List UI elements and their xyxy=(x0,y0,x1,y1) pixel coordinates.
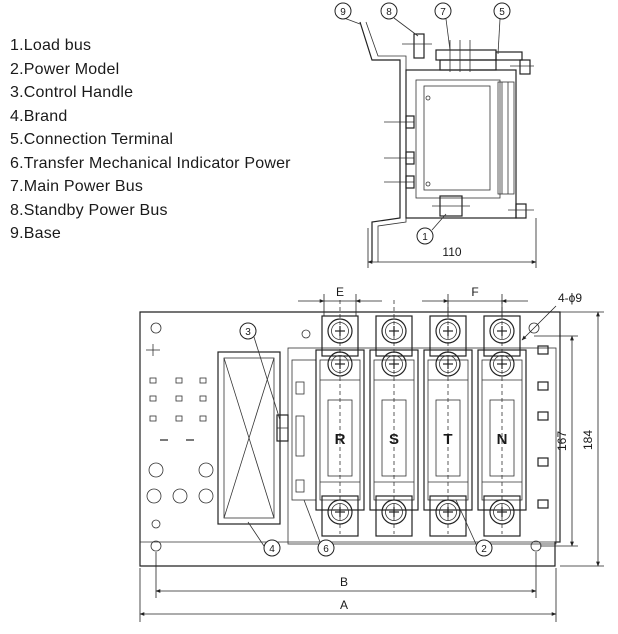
legend-item-power-model: 2.Power Model xyxy=(10,60,120,78)
brand-plate xyxy=(217,351,281,525)
terminal-screw-bottom xyxy=(381,499,407,525)
side-rail xyxy=(497,81,515,195)
legend-item-control-handle: 3.Control Handle xyxy=(10,84,134,101)
corner-hole-bl xyxy=(150,540,162,552)
callout-4-label: 4 xyxy=(269,544,275,555)
callout-6-label: 6 xyxy=(323,544,329,555)
terminal-screw-bottom xyxy=(435,499,461,525)
control-handle[interactable] xyxy=(276,414,289,442)
pole-unit-n: N xyxy=(477,315,527,537)
callout-8-label: 8 xyxy=(386,7,392,18)
main-power-bus xyxy=(435,49,497,61)
pole-unit-s: S xyxy=(369,315,419,537)
hole-spec-label: 4-ϕ9 xyxy=(558,291,582,305)
side-screw-1 xyxy=(384,115,415,129)
terminal-screw-bottom xyxy=(489,499,515,525)
front-view: R S T N 3 4 6 2 xyxy=(139,285,604,622)
front-inner-frame xyxy=(287,347,557,545)
callout-4: 4 xyxy=(247,521,281,557)
phase-label: N xyxy=(497,431,508,448)
legend-item-brand: 4.Brand xyxy=(10,107,68,125)
callout-8: 8 xyxy=(380,2,419,37)
standby-bus-bar xyxy=(439,59,497,71)
legend-item-standby-power-bus: 8.Standby Power Bus xyxy=(10,201,168,219)
base-bracket xyxy=(359,21,401,262)
callout-3-label: 3 xyxy=(245,327,251,338)
dim-b-label: B xyxy=(340,575,348,589)
side-inner-panel xyxy=(415,79,501,199)
panel-screw xyxy=(151,519,161,529)
dim-a-label: A xyxy=(340,598,348,612)
terminal-screw-top xyxy=(381,318,407,344)
callout-5: 5 xyxy=(493,2,511,55)
callout-9: 9 xyxy=(334,2,361,25)
terminal-screw-top xyxy=(327,318,353,344)
callout-2: 2 xyxy=(455,499,493,557)
corner-hole-tl xyxy=(150,322,162,334)
module-dot-2 xyxy=(425,181,431,187)
legend-item-connection-terminal: 5.Connection Terminal xyxy=(10,131,174,148)
module-dot-1 xyxy=(425,95,431,101)
right-rail-bolts xyxy=(537,345,549,509)
callout-6: 6 xyxy=(303,499,335,557)
phase-label: R xyxy=(335,431,346,448)
mechanical-indicator xyxy=(291,359,317,501)
side-module xyxy=(423,85,491,191)
corner-hole-br xyxy=(530,540,542,552)
cable-entry-hole xyxy=(301,329,311,339)
legend-list: 1.Load bus 2.Power Model 3.Control Handl… xyxy=(10,34,291,246)
side-screw-2 xyxy=(384,151,415,165)
terminal-screw-mid xyxy=(381,351,407,377)
callout-1: 1 xyxy=(416,213,447,245)
side-view: 9 8 7 5 1 110 xyxy=(334,2,537,268)
terminal-screw-top xyxy=(435,318,461,344)
side-screw-3 xyxy=(384,175,415,189)
indicator-lamp-4 xyxy=(172,488,188,504)
dim-f-label: F xyxy=(471,285,478,299)
legend-item-indicator: 6.Transfer Mechanical Indicator Power xyxy=(10,154,291,172)
phase-label: T xyxy=(443,431,452,448)
callout-9-label: 9 xyxy=(340,7,346,18)
pole-unit-t: T xyxy=(423,315,473,537)
control-panel-left xyxy=(146,377,214,529)
corner-hole-tr xyxy=(528,322,540,334)
callout-7-label: 7 xyxy=(440,7,446,18)
callout-3: 3 xyxy=(239,322,281,421)
indicator-lamp-2 xyxy=(198,462,214,478)
top-bolt xyxy=(519,59,531,75)
callout-1-label: 1 xyxy=(422,232,428,243)
terminal-screw-mid xyxy=(327,351,353,377)
standby-bus-bolt xyxy=(413,33,425,59)
callout-7: 7 xyxy=(434,2,452,51)
dim-110-label: 110 xyxy=(442,245,461,259)
legend-item-load-bus: 1.Load bus xyxy=(10,37,92,54)
connection-terminal xyxy=(495,51,523,61)
pole-unit-r: R xyxy=(315,315,365,537)
terminal-screw-mid xyxy=(435,351,461,377)
callout-5-label: 5 xyxy=(499,7,505,18)
terminal-screw-top xyxy=(489,318,515,344)
terminal-screw-bottom xyxy=(327,499,353,525)
dim-167-label: 167 xyxy=(555,431,569,451)
indicator-lamp-5 xyxy=(198,488,214,504)
terminal-screw-mid xyxy=(489,351,515,377)
indicator-lamp-1 xyxy=(148,462,164,478)
dim-e-label: E xyxy=(336,285,344,299)
callout-2-label: 2 xyxy=(481,544,487,555)
legend-item-base: 9.Base xyxy=(10,225,62,242)
bottom-bolt xyxy=(515,203,527,219)
indicator-lamp-3 xyxy=(146,488,162,504)
phase-label: S xyxy=(389,431,399,448)
dim-184-label: 184 xyxy=(581,430,595,450)
legend-item-main-power-bus: 7.Main Power Bus xyxy=(10,178,144,195)
